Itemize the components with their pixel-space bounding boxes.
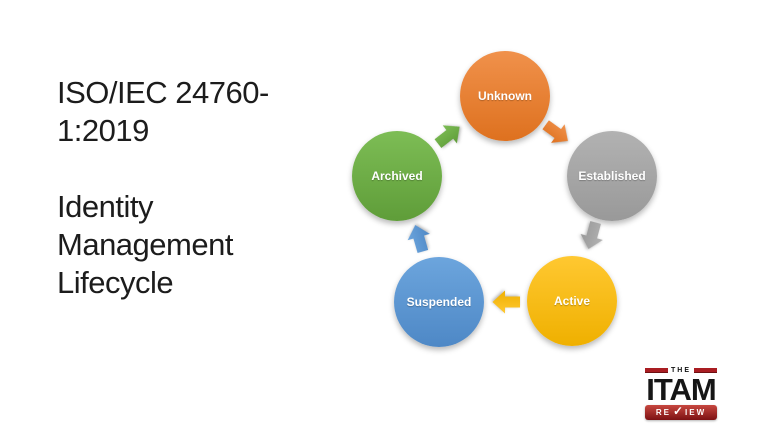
checkmark-icon: ✓ [672, 404, 684, 418]
logo-review-bar: RE ✓ IEW [645, 404, 717, 420]
title-line: 1:2019 [57, 113, 149, 148]
cycle-node-archived: Archived [352, 131, 442, 221]
title-line-blank [57, 150, 269, 188]
logo-review-text: RE [655, 408, 671, 417]
cycle-node-label: Suspended [406, 295, 472, 309]
cycle-node-label: Unknown [478, 89, 532, 103]
cycle-arrow-icon [404, 221, 435, 255]
title-line: ISO/IEC 24760- [57, 75, 269, 110]
cycle-arrow-icon [577, 219, 607, 252]
cycle-node-active: Active [527, 256, 617, 346]
logo-review-text: IEW [685, 408, 707, 417]
cycle-arrow-icon [431, 117, 468, 153]
cycle-arrow-icon [492, 290, 520, 314]
cycle-node-established: Established [567, 131, 657, 221]
cycle-arrow-icon [539, 115, 576, 151]
cycle-node-suspended: Suspended [394, 257, 484, 347]
logo-itam-text: ITAM [646, 372, 716, 407]
slide-title: ISO/IEC 24760- 1:2019 Identity Managemen… [57, 74, 269, 302]
title-line: Identity [57, 189, 153, 224]
logo-red-bar [694, 368, 717, 373]
logo-the-row: THE [645, 367, 717, 374]
cycle-node-unknown: Unknown [460, 51, 550, 141]
cycle-node-label: Active [553, 294, 591, 308]
cycle-node-label: Established [578, 169, 646, 183]
itam-review-logo: THE ITAM RE ✓ IEW [645, 367, 717, 420]
cycle-node-label: Archived [371, 169, 423, 183]
logo-red-bar [645, 368, 668, 373]
title-line: Lifecycle [57, 265, 174, 300]
title-line: Management [57, 227, 233, 262]
logo-the-text: THE [671, 367, 691, 374]
